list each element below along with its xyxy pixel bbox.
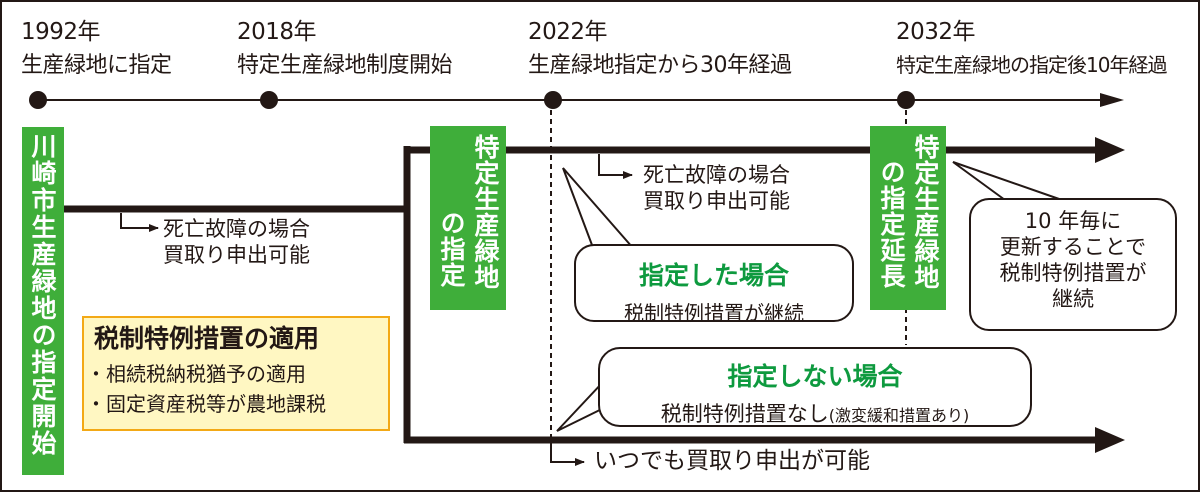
green-box-extension: 特定生産緑地 の指定延長 bbox=[870, 126, 946, 310]
tax-benefit-title: 税制特例措置の適用 bbox=[94, 324, 320, 353]
note-anytime: いつでも買取り申出が可能 bbox=[594, 448, 870, 474]
year-1992: 1992年 bbox=[21, 19, 101, 45]
green-box-extension-line2: の指定延長 bbox=[877, 159, 906, 289]
elbow-arrow-1 bbox=[120, 213, 159, 232]
green-box-designation-line1: 特定生産緑地 bbox=[471, 134, 500, 290]
year-2032: 2032年 bbox=[896, 19, 976, 45]
event-1992: 生産緑地に指定 bbox=[21, 53, 172, 78]
bubble-not-designated-note: (激変緩和措置あり) bbox=[828, 406, 970, 425]
elbow-arrow-3 bbox=[550, 444, 585, 466]
bubble-not-designated: 指定しない場合 税制特例措置なし(激変緩和措置あり) bbox=[598, 347, 1032, 427]
bubble-renewal-line1: 10 年毎に bbox=[1024, 209, 1122, 233]
bubble-renewal: 10 年毎に 更新することで 税制特例措置が 継続 bbox=[969, 198, 1177, 331]
tax-benefit-item-2: ・固定資産税等が農地課税 bbox=[86, 392, 326, 416]
event-2032: 特定生産緑地の指定後10年経過 bbox=[896, 53, 1167, 77]
note-death-disability-2-line2: 買取り申出可能 bbox=[643, 189, 790, 213]
bubble-designated-text: 税制特例措置が継続 bbox=[624, 301, 804, 325]
year-2018: 2018年 bbox=[237, 19, 317, 45]
note-death-disability-1-line2: 買取り申出可能 bbox=[163, 243, 310, 267]
bubble-renewal-line2: 更新することで bbox=[999, 235, 1147, 259]
timeline-dot-2032 bbox=[897, 91, 915, 109]
flow-arrowhead-not-designated bbox=[1095, 427, 1125, 453]
bubble-renewal-line3: 税制特例措置が bbox=[999, 261, 1147, 285]
event-2018: 特定生産緑地制度開始 bbox=[237, 53, 453, 78]
year-2022: 2022年 bbox=[528, 19, 608, 45]
green-box-extension-line1: 特定生産緑地 bbox=[911, 134, 940, 290]
timeline-dot-1992 bbox=[29, 91, 47, 109]
timeline-dot-2018 bbox=[260, 91, 278, 109]
tax-benefit-item-1: ・相続税納税猶予の適用 bbox=[86, 362, 306, 386]
bubble-designated-title: 指定した場合 bbox=[638, 261, 789, 290]
note-death-disability-1-line1: 死亡故障の場合 bbox=[163, 217, 310, 241]
event-2022: 生産緑地指定から30年経過 bbox=[528, 53, 792, 78]
elbow-arrow-2 bbox=[598, 154, 633, 179]
bubble-not-designated-title: 指定しない場合 bbox=[727, 362, 903, 391]
bubble-tail-renewal bbox=[952, 161, 1063, 201]
tax-benefit-box: 税制特例措置の適用 ・相続税納税猶予の適用 ・固定資産税等が農地課税 bbox=[82, 316, 390, 431]
timeline-dot-2022 bbox=[544, 91, 562, 109]
bubble-designated: 指定した場合 税制特例措置が継続 bbox=[574, 244, 854, 325]
green-box-designation-line2: の指定 bbox=[437, 210, 466, 288]
bubble-tail-designated bbox=[562, 167, 634, 249]
bubble-renewal-line4: 継続 bbox=[1052, 287, 1094, 311]
green-box-designation: 特定生産緑地 の指定 bbox=[430, 126, 506, 310]
bubble-not-designated-text: 税制特例措置なし bbox=[660, 402, 829, 426]
green-box-start-text: 川崎市生産緑地の指定開始 bbox=[28, 133, 57, 457]
green-box-start: 川崎市生産緑地の指定開始 bbox=[22, 127, 64, 475]
flow-arrowhead-designated bbox=[1095, 137, 1125, 163]
note-death-disability-2-line1: 死亡故障の場合 bbox=[643, 163, 790, 187]
timeline-arrowhead bbox=[1100, 93, 1124, 107]
